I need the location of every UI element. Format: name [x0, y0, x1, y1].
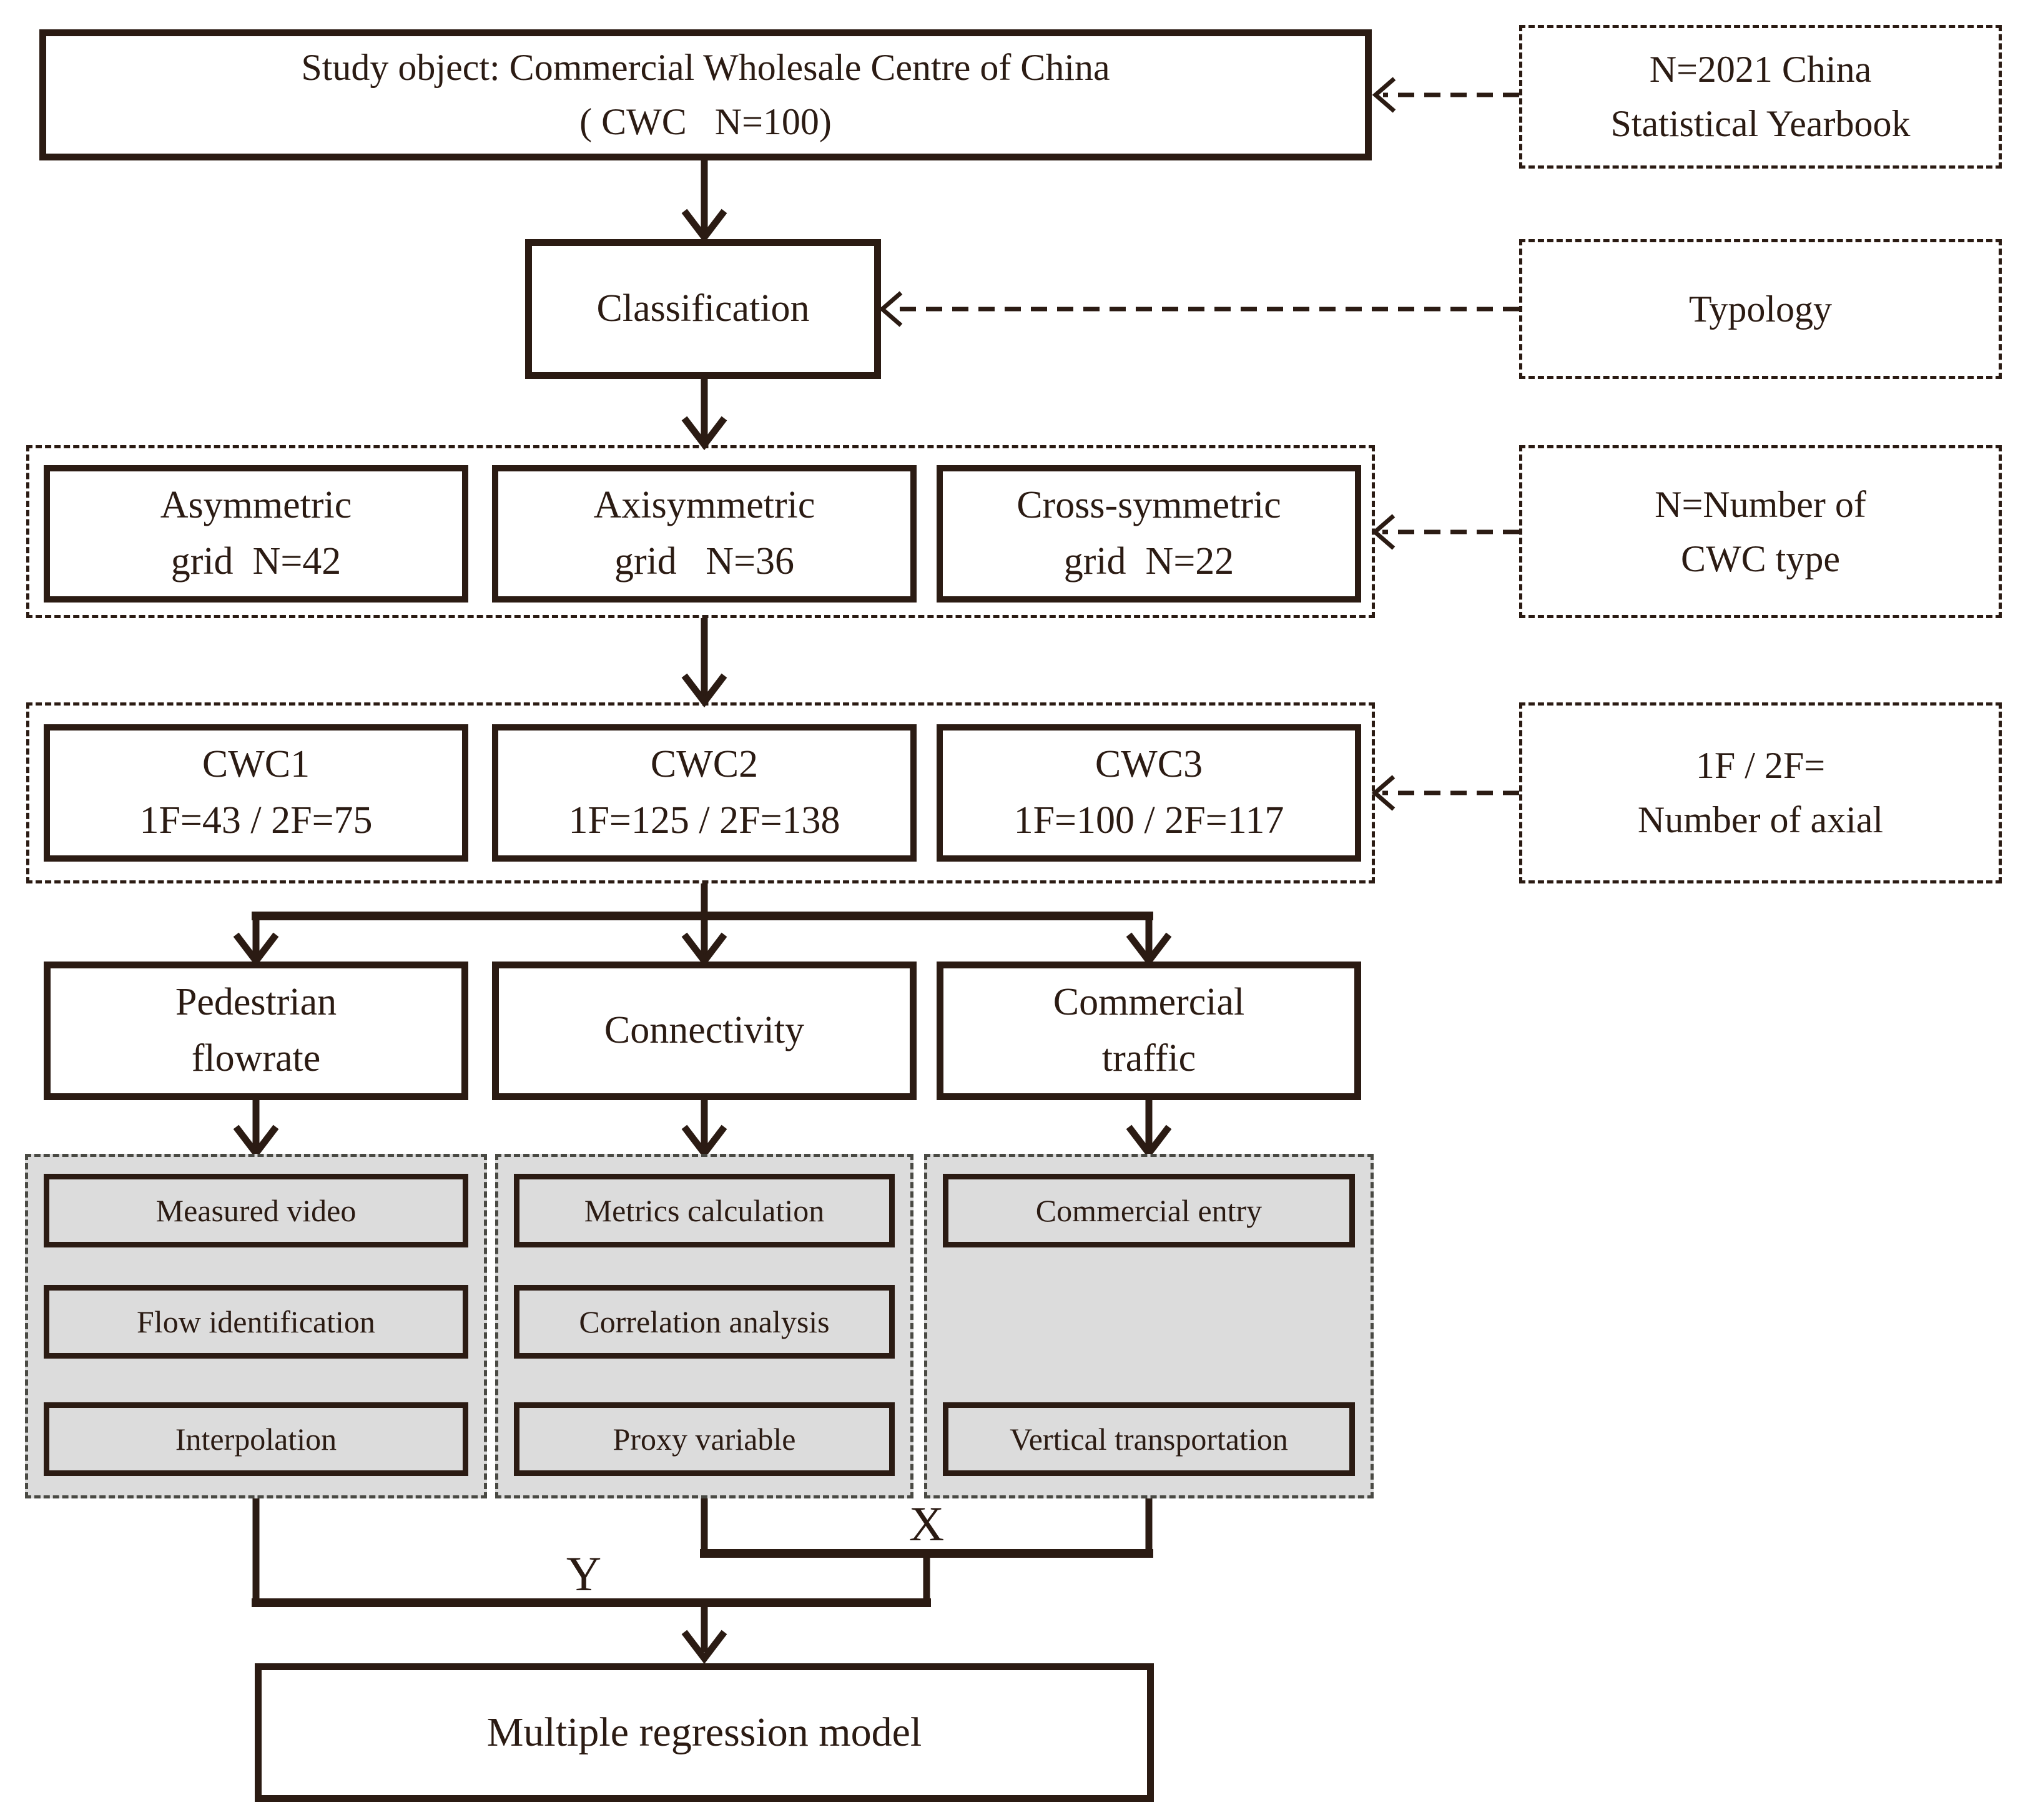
measured-video-box: Measured video — [44, 1174, 468, 1247]
classification-label: Classification — [596, 287, 810, 330]
cwc3-box: CWC3 1F=100 / 2F=117 — [937, 724, 1361, 862]
cwc1-box: CWC1 1F=43 / 2F=75 — [44, 724, 468, 862]
branch-cwc-to-measures — [233, 883, 1172, 967]
note-yearbook: N=2021 China Statistical Yearbook — [1519, 25, 2002, 169]
dashed-arrow-cwc-type — [1371, 514, 1519, 550]
grid-type-label: Axisymmetric grid N=36 — [593, 484, 815, 583]
note-typology-label: Typology — [1688, 288, 1833, 330]
study-object-label: Study object: Commercial Wholesale Centr… — [301, 47, 1110, 142]
vertical-transportation-box: Vertical transportation — [943, 1402, 1355, 1476]
dashed-arrow-axial — [1371, 775, 1519, 811]
multiple-regression-model-box: Multiple regression model — [255, 1663, 1154, 1802]
study-object-box: Study object: Commercial Wholesale Centr… — [39, 29, 1372, 160]
classification-box: Classification — [525, 239, 881, 379]
arrow-gridrow-to-cwcrow — [681, 618, 727, 708]
commercial-traffic-box: Commercial traffic — [937, 962, 1361, 1100]
proxy-variable-box: Proxy variable — [514, 1402, 895, 1476]
arrow-pedestrian-to-group — [233, 1100, 279, 1159]
arrow-connectivity-to-group — [681, 1100, 727, 1159]
measured-video-label: Measured video — [155, 1193, 357, 1228]
arrow-commercial-to-group — [1126, 1100, 1172, 1159]
commercial-entry-box: Commercial entry — [943, 1174, 1355, 1247]
cwc3-label: CWC3 1F=100 / 2F=117 — [1013, 743, 1284, 842]
note-yearbook-label: N=2021 China Statistical Yearbook — [1610, 49, 1911, 144]
note-cwc-type-label: N=Number of CWC type — [1655, 483, 1866, 579]
note-axial: 1F / 2F= Number of axial — [1519, 702, 2002, 883]
cwc2-box: CWC2 1F=125 / 2F=138 — [492, 724, 917, 862]
metrics-calculation-box: Metrics calculation — [514, 1174, 895, 1247]
grid-type-label: Cross-symmetric grid N=22 — [1017, 484, 1281, 583]
x-variable-label: X — [908, 1497, 945, 1551]
pedestrian-flowrate-label: Pedestrian flowrate — [175, 981, 337, 1080]
dashed-arrow-typology — [879, 291, 1519, 327]
multiple-regression-model-label: Multiple regression model — [486, 1709, 922, 1756]
dashed-arrow-yearbook — [1372, 77, 1519, 113]
grid-type-box-axisymmetric: Axisymmetric grid N=36 — [492, 465, 917, 603]
proxy-variable-label: Proxy variable — [613, 1421, 796, 1457]
interpolation-box: Interpolation — [44, 1402, 468, 1476]
arrow-study-to-classification — [681, 160, 727, 243]
flow-identification-label: Flow identification — [137, 1304, 375, 1339]
commercial-entry-label: Commercial entry — [1035, 1193, 1263, 1228]
grid-type-box-asymmetric: Asymmetric grid N=42 — [44, 465, 468, 603]
cwc1-label: CWC1 1F=43 / 2F=75 — [139, 743, 373, 842]
correlation-analysis-label: Correlation analysis — [579, 1304, 830, 1339]
flow-identification-box: Flow identification — [44, 1285, 468, 1359]
vertical-transportation-label: Vertical transportation — [1010, 1421, 1288, 1457]
cwc-groups-container — [26, 702, 1375, 883]
grid-types-container — [26, 445, 1375, 618]
y-variable-label: Y — [566, 1547, 602, 1601]
connectivity-label: Connectivity — [604, 1009, 805, 1052]
note-typology: Typology — [1519, 239, 2002, 379]
connectivity-box: Connectivity — [492, 962, 917, 1100]
grid-type-box-cross-symmetric: Cross-symmetric grid N=22 — [937, 465, 1361, 603]
note-cwc-type: N=Number of CWC type — [1519, 445, 2002, 618]
interpolation-label: Interpolation — [175, 1421, 337, 1457]
grid-type-label: Asymmetric grid N=42 — [160, 484, 352, 583]
pedestrian-flowrate-box: Pedestrian flowrate — [44, 962, 468, 1100]
commercial-traffic-label: Commercial traffic — [1053, 981, 1245, 1080]
cwc2-label: CWC2 1F=125 / 2F=138 — [568, 743, 840, 842]
metrics-calculation-label: Metrics calculation — [584, 1193, 825, 1228]
arrow-classification-to-gridrow — [681, 379, 727, 451]
note-axial-label: 1F / 2F= Number of axial — [1637, 745, 1884, 840]
correlation-analysis-box: Correlation analysis — [514, 1285, 895, 1359]
